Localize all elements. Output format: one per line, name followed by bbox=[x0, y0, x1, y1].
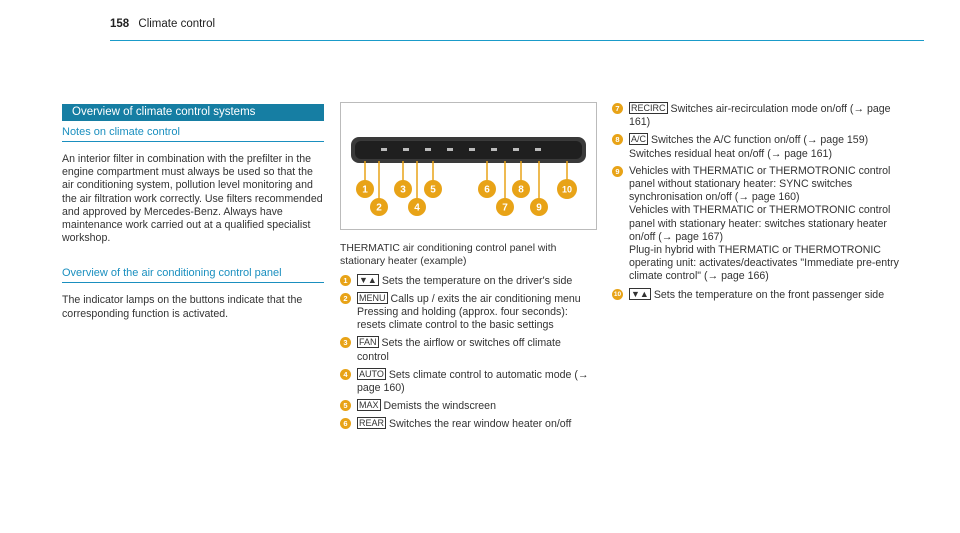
item-text: Calls up / exits the air conditioning me… bbox=[390, 292, 581, 305]
recirculation-button-icon: RECIRC bbox=[629, 102, 668, 114]
auto-button-icon: AUTO bbox=[357, 367, 386, 380]
list-item: 1 ▼▲Sets the temperature on the driver's… bbox=[340, 273, 595, 288]
section-title: Overview of climate control systems bbox=[72, 106, 256, 118]
page-number: 158 bbox=[110, 18, 130, 30]
callout-6: 6 bbox=[484, 185, 490, 196]
demist-button-icon: MAX bbox=[357, 399, 381, 412]
item-text: Sets the temperature on the driver's sid… bbox=[381, 274, 573, 287]
list-item: 10 ▼▲Sets the temperature on the front p… bbox=[612, 287, 907, 302]
callout-8: 8 bbox=[518, 185, 524, 196]
item-number-badge: 10 bbox=[612, 288, 623, 300]
page-header: 158 Climate control bbox=[110, 18, 924, 41]
page-title: Climate control bbox=[138, 18, 216, 30]
menu-button-icon: MENU bbox=[357, 291, 388, 304]
callout-10: 10 bbox=[562, 185, 572, 195]
control-panel-figure: 1 2 3 4 5 6 7 8 9 10 bbox=[340, 102, 597, 230]
caption-text: THERMATIC air conditioning control panel… bbox=[340, 243, 557, 267]
item-text: Switches the A/C function on/off (→ page… bbox=[651, 134, 869, 147]
left-column: Notes on climate control An interior fil… bbox=[62, 126, 324, 321]
item-text: Sets climate control to automatic mode (… bbox=[357, 368, 589, 395]
item-text: Vehicles with THERMATIC or THERMOTRONIC … bbox=[629, 164, 891, 204]
notes-heading: Notes on climate control bbox=[62, 126, 324, 142]
item-extra-text: Pressing and holding (approx. four secon… bbox=[357, 306, 568, 332]
notes-text: An interior filter in combination with t… bbox=[62, 153, 323, 245]
callout-9: 9 bbox=[536, 203, 542, 214]
overview-text: The indicator lamps on the buttons indic… bbox=[62, 294, 303, 320]
rear-heater-button-icon: REAR bbox=[357, 417, 387, 430]
item-number-badge: 1 bbox=[340, 274, 351, 286]
fan-button-icon: FAN bbox=[357, 336, 379, 349]
item-number-badge: 4 bbox=[340, 368, 351, 380]
callout-7: 7 bbox=[502, 203, 508, 214]
temperature-button-icon: ▼▲ bbox=[357, 273, 379, 286]
item-text: Switches air-recirculation mode on/off (… bbox=[629, 103, 891, 129]
item-extra-text-2: Plug-in hybrid with THERMATIC or THERMOT… bbox=[629, 244, 899, 283]
item-number-badge: 5 bbox=[340, 400, 351, 412]
callout-5: 5 bbox=[430, 185, 436, 196]
overview-heading: Overview of the air conditioning control… bbox=[62, 267, 324, 284]
section-title-bar: Overview of climate control systems bbox=[62, 104, 324, 121]
item-number-badge: 8 bbox=[612, 134, 623, 146]
item-number-badge: 3 bbox=[340, 337, 351, 349]
item-number-badge: 9 bbox=[612, 165, 623, 177]
list-item: 9 Vehicles with THERMATIC or THERMOTRONI… bbox=[612, 165, 907, 284]
control-panel-illustration: 1 2 3 4 5 6 7 8 9 10 bbox=[351, 137, 586, 216]
item-text: Sets the airflow or switches off climate… bbox=[357, 337, 561, 363]
item-extra-text: Switches residual heat on/off (→ page 16… bbox=[629, 147, 832, 160]
item-text: Demists the windscreen bbox=[383, 400, 496, 413]
figure-caption: THERMATIC air conditioning control panel… bbox=[340, 243, 595, 436]
temperature-button-icon: ▼▲ bbox=[629, 287, 651, 300]
item-extra-text: Vehicles with THERMATIC or THERMOTRONIC … bbox=[629, 204, 891, 243]
ac-button-icon: A/C bbox=[629, 133, 649, 146]
callout-2: 2 bbox=[376, 203, 382, 214]
callout-4: 4 bbox=[414, 203, 420, 214]
item-text: Switches the rear window heater on/off bbox=[389, 418, 572, 431]
callout-1: 1 bbox=[362, 185, 368, 196]
callout-3: 3 bbox=[400, 185, 406, 196]
item-text: Sets the temperature on the front passen… bbox=[653, 288, 885, 301]
item-number-badge: 2 bbox=[340, 292, 351, 304]
item-number-badge: 7 bbox=[612, 103, 623, 114]
item-number-badge: 6 bbox=[340, 418, 351, 430]
